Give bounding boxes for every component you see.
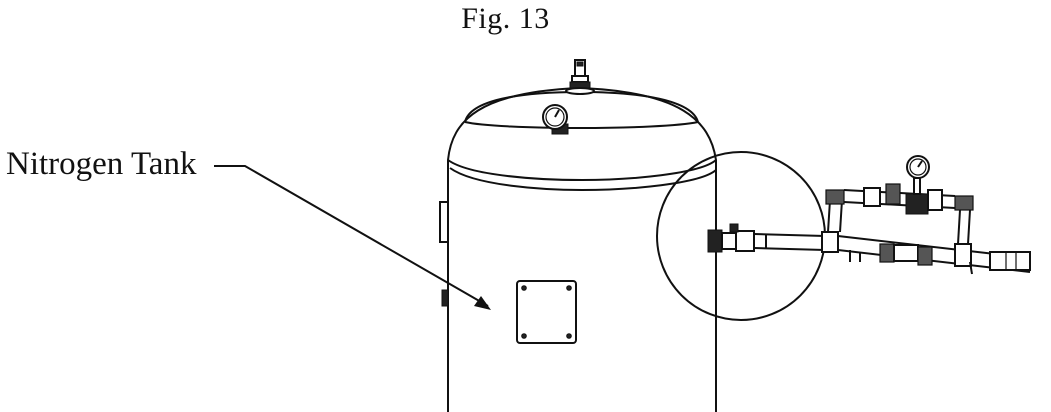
figure-title: Fig. 13 — [461, 2, 550, 35]
top-valve-icon — [565, 59, 595, 95]
side-lug — [441, 289, 449, 307]
side-port — [439, 201, 449, 243]
nitrogen-tank-label: Nitrogen Tank — [6, 146, 197, 182]
dome-pressure-gauge-icon — [542, 104, 569, 135]
nitrogen-tank — [439, 86, 717, 412]
callout-leader-arrow — [214, 165, 491, 310]
line-pressure-gauge-icon — [906, 155, 930, 195]
shutoff-valve-icon — [707, 223, 755, 253]
access-plate — [516, 280, 577, 344]
piping-assembly — [707, 155, 1031, 275]
